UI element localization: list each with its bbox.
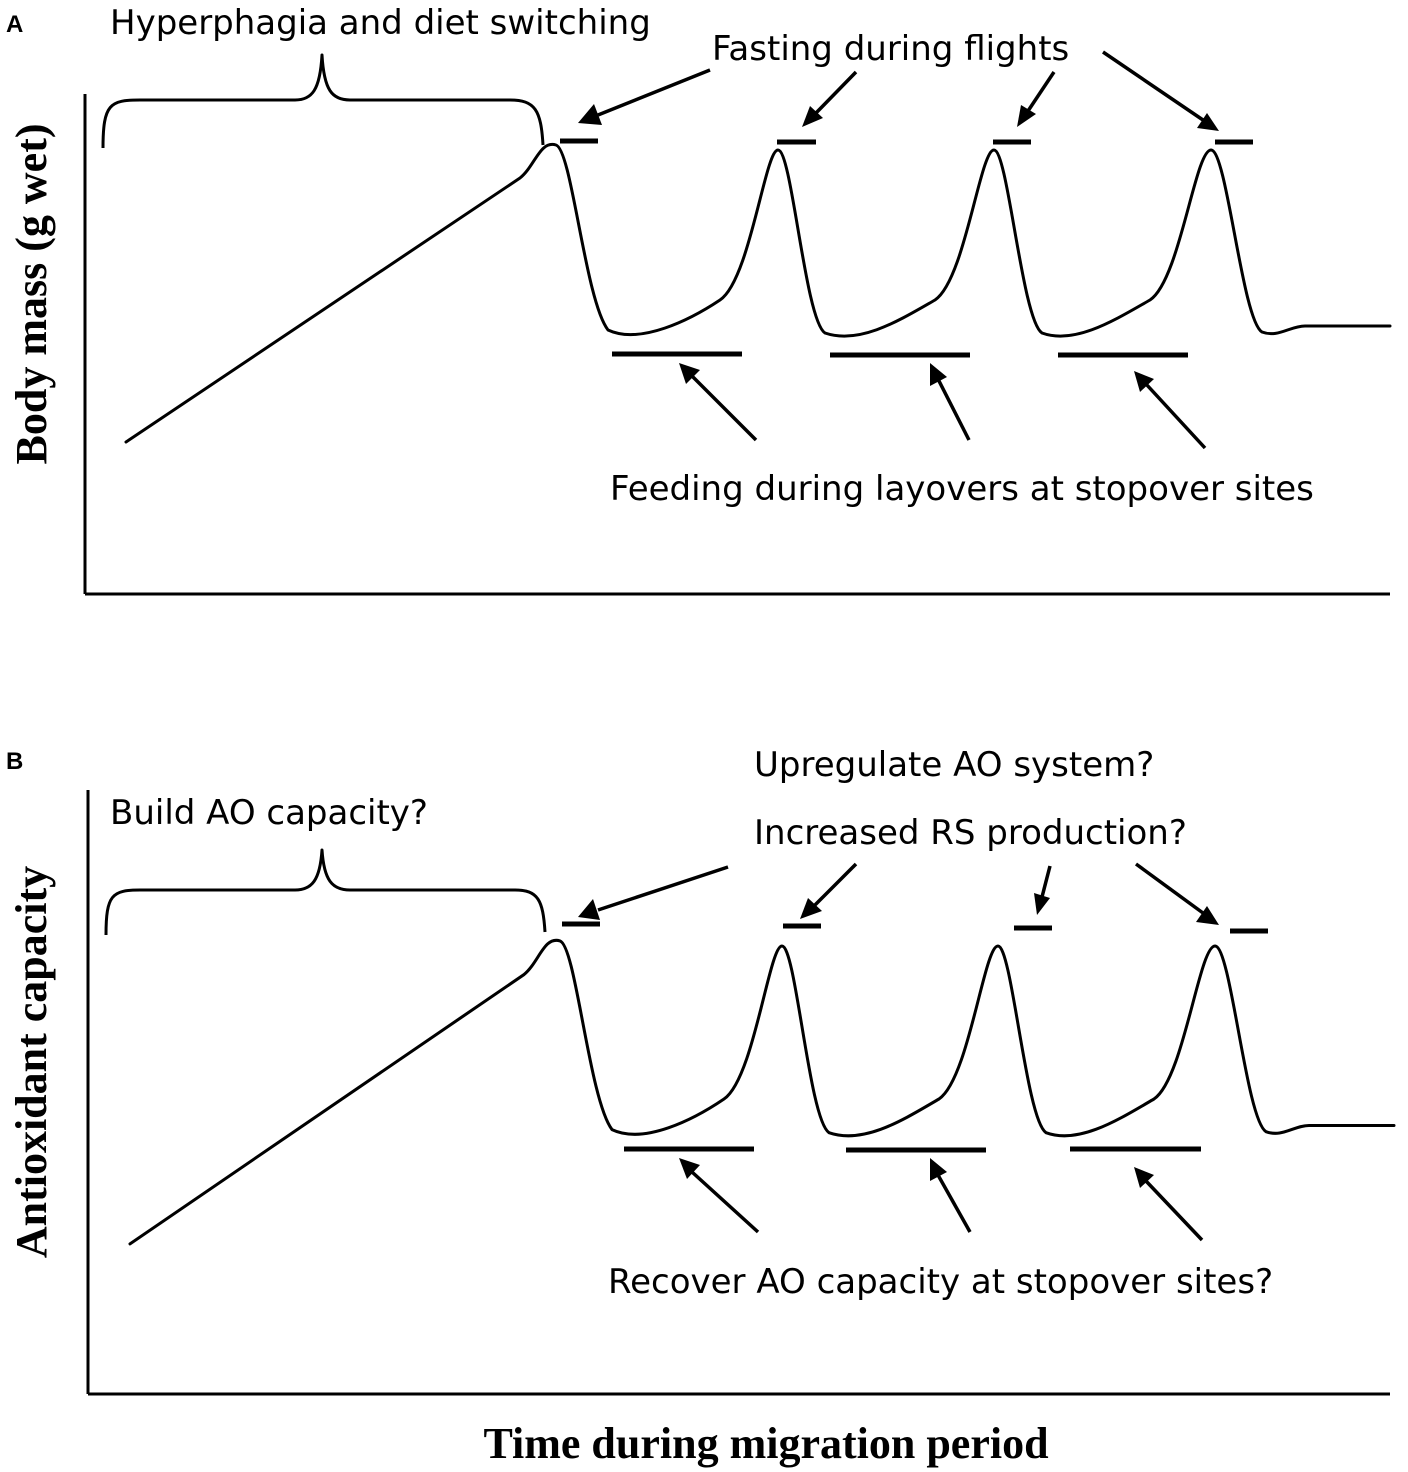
arrowhead [679, 363, 700, 384]
panel-a-lower-label: Feeding during layovers at stopover site… [610, 469, 1314, 509]
arrowhead [1196, 906, 1219, 925]
panel-a-upper-arrows [578, 50, 1219, 131]
panel-b-y-axis-label: Antioxidant capacity [7, 866, 56, 1258]
arrowhead [1197, 113, 1219, 131]
arrowhead [1034, 893, 1050, 915]
panel-a-body-mass-curve [124, 142, 1392, 444]
panel-a-lower-arrows [679, 363, 1207, 450]
arrow [813, 862, 858, 907]
arrow [814, 70, 858, 115]
arrowhead [578, 899, 600, 920]
arrow [1026, 71, 1056, 112]
panel-b-upper-arrows [578, 862, 1219, 925]
arrow [1040, 865, 1052, 898]
arrowhead [930, 363, 947, 386]
arrow [690, 1170, 760, 1234]
panel-b-lower-label: Recover AO capacity at stopover sites? [608, 1262, 1273, 1302]
panel-b-upper-label-1: Upregulate AO system? [754, 745, 1154, 785]
panel-a-letter: A [6, 11, 23, 38]
arrow [1144, 1179, 1204, 1242]
arrow [597, 68, 711, 117]
arrow [690, 374, 758, 442]
arrowhead [1134, 1167, 1154, 1188]
arrow [1134, 862, 1205, 915]
panel-b: B Antioxidant capacity Build AO capacity… [6, 745, 1396, 1396]
arrow [936, 378, 971, 441]
arrowhead [1134, 371, 1154, 392]
arrow [936, 1174, 972, 1233]
arrowhead [679, 1158, 700, 1179]
arrow [1102, 50, 1204, 122]
panel-b-letter: B [6, 748, 23, 775]
panel-a-y-axis-label: Body mass (g wet) [7, 124, 56, 465]
arrowhead [800, 898, 822, 919]
arrowhead [578, 104, 602, 125]
panel-b-antioxidant-curve [128, 938, 1396, 1246]
x-axis-label: Time during migration period [483, 1419, 1048, 1468]
panel-a-upper-label: Fasting during flights [712, 29, 1069, 69]
arrowhead [802, 106, 823, 127]
arrowhead [1017, 105, 1036, 127]
panel-b-brace [104, 848, 547, 936]
arrow [1144, 382, 1207, 450]
panel-a: A Body mass (g wet) Hyperphagia and diet… [6, 3, 1392, 596]
panel-b-lower-arrows [679, 1158, 1204, 1242]
panel-a-brace [101, 53, 545, 149]
panel-b-upper-label-2: Increased RS production? [754, 813, 1187, 853]
arrowhead [930, 1158, 947, 1181]
arrow [597, 865, 729, 912]
panel-b-brace-label: Build AO capacity? [110, 793, 428, 833]
panel-a-brace-label: Hyperphagia and diet switching [110, 3, 651, 43]
